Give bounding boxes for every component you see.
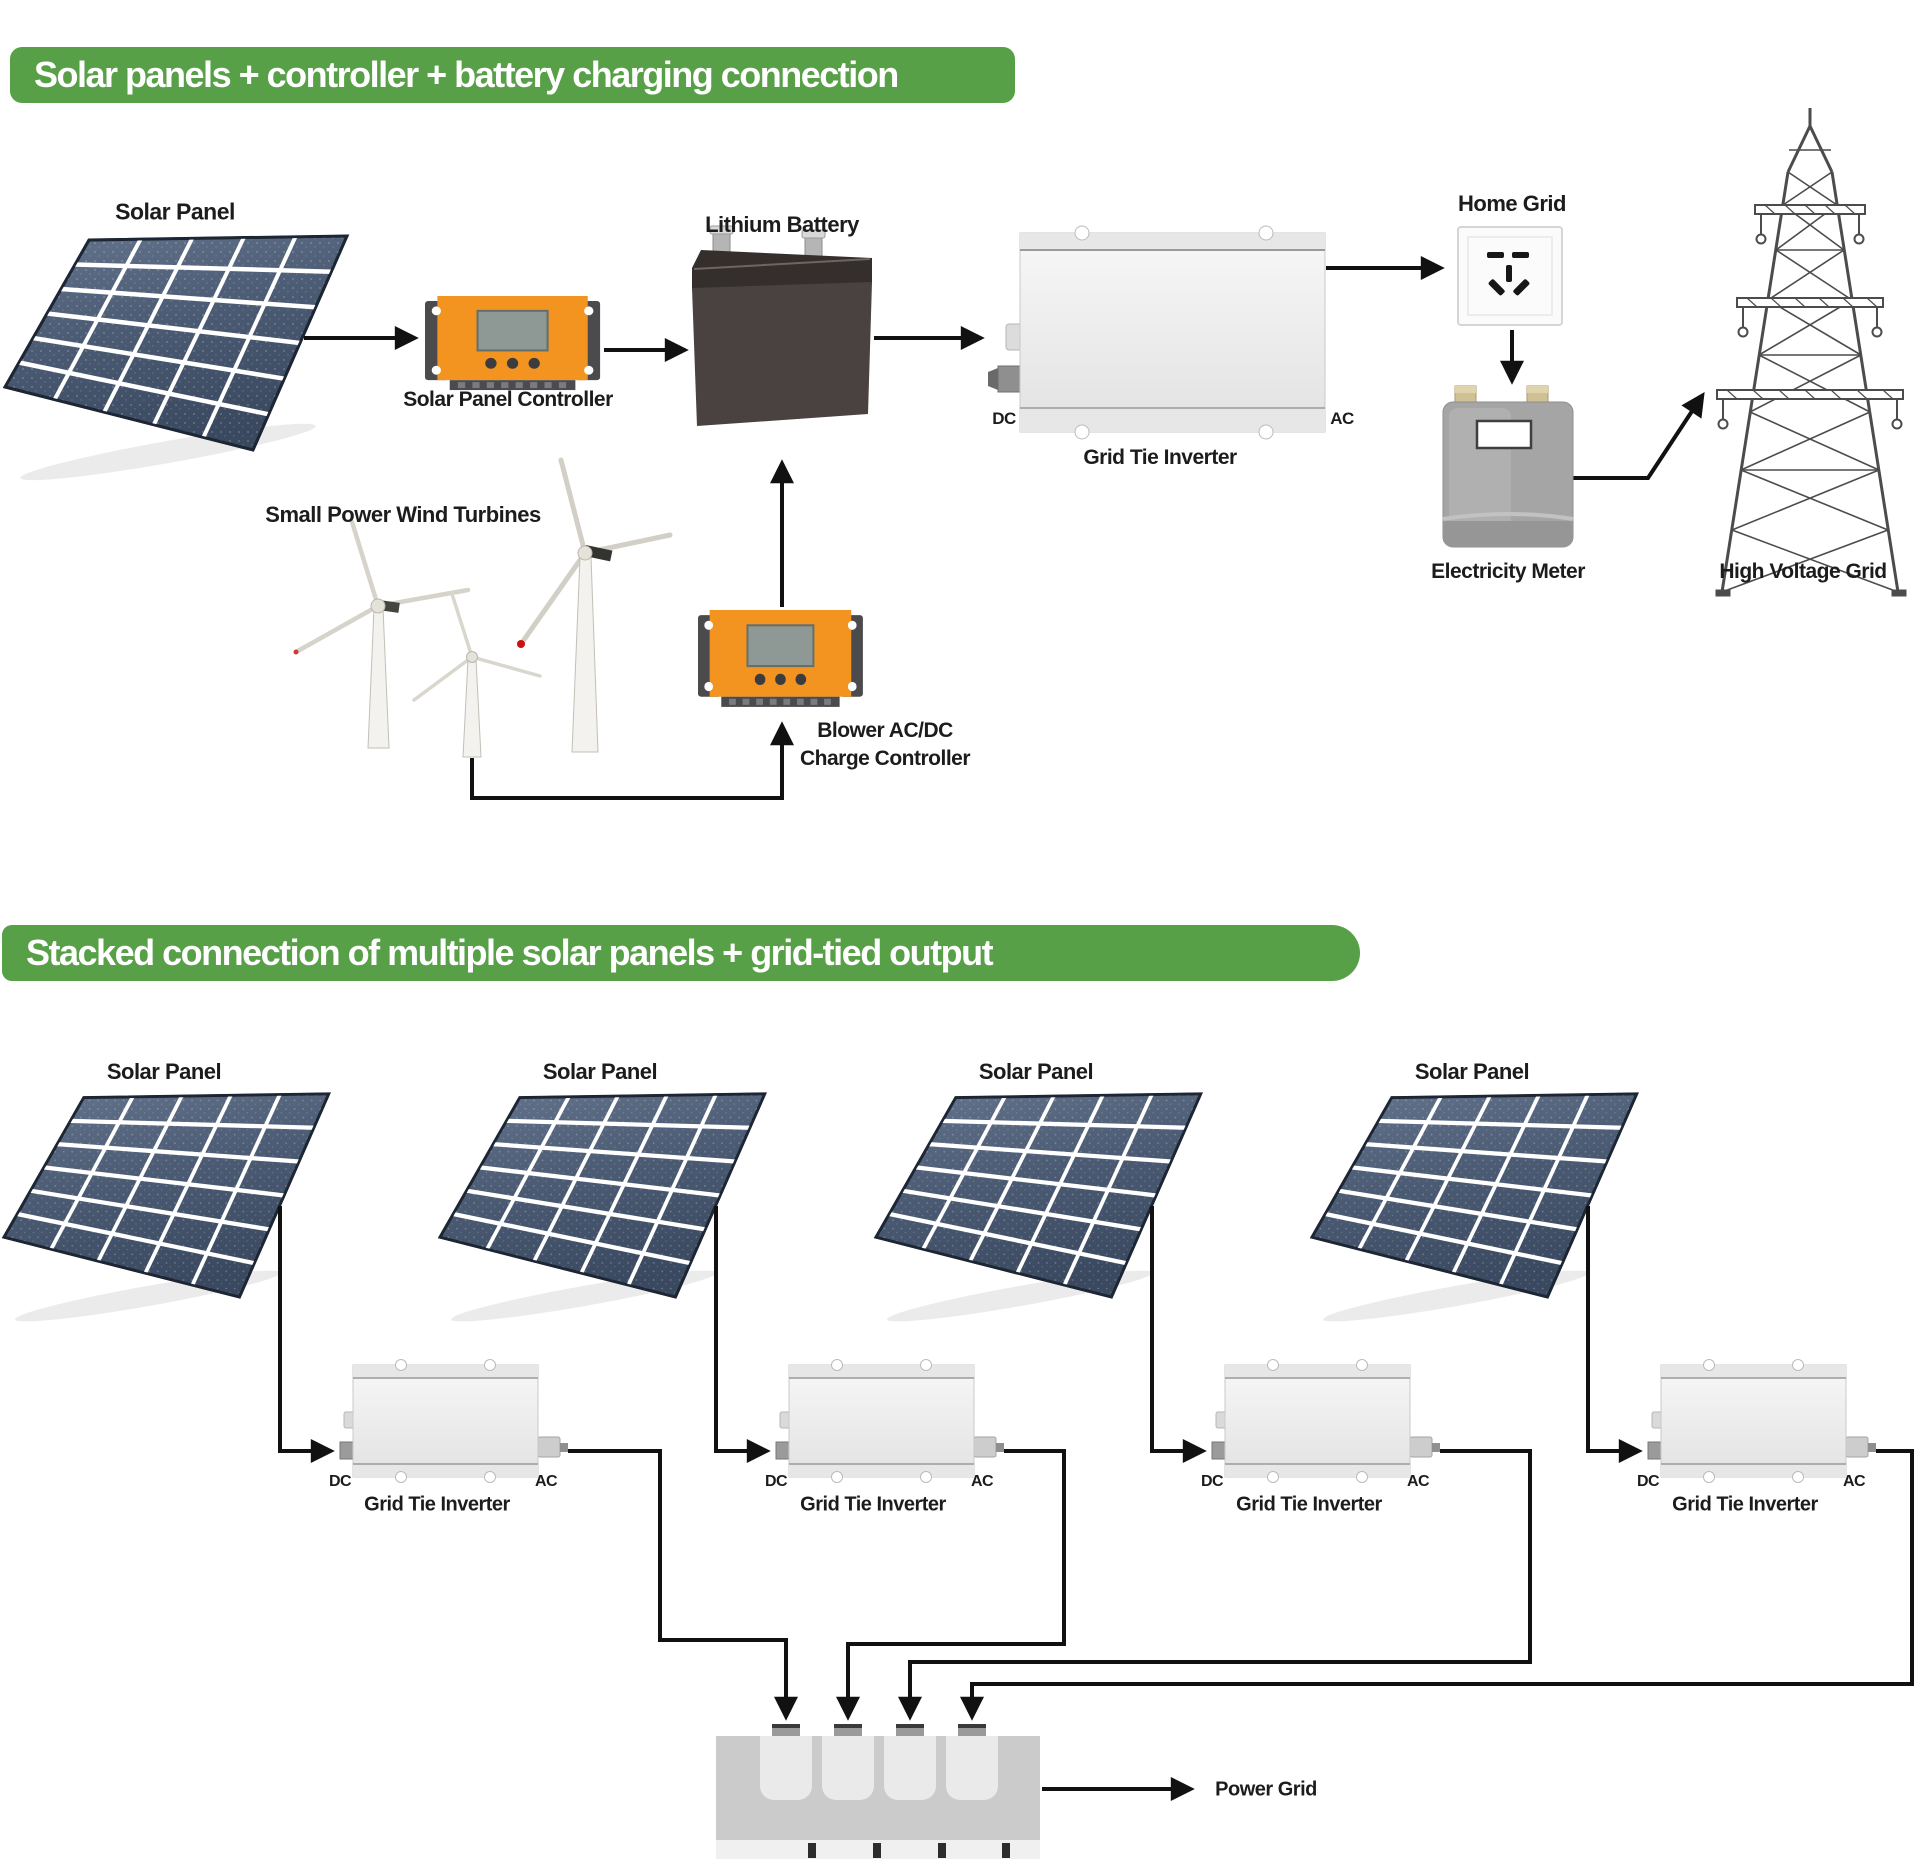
label-ac-4: AC	[1406, 1473, 1430, 1490]
wire-panel4-dc	[1586, 1206, 1643, 1463]
label-solar-panel-4: Solar Panel	[978, 1059, 1094, 1084]
label-dc-1: DC	[992, 409, 1016, 428]
grid-tie-inverter-illustration-5	[1647, 1358, 1877, 1484]
label-ac-1: AC	[1330, 409, 1354, 428]
label-solar-panel-1: Solar Panel	[115, 198, 235, 225]
label-dc-4: DC	[1200, 1473, 1224, 1490]
grid-tie-inverter-illustration-3	[775, 1358, 1005, 1484]
grid-tie-inverter-illustration-1	[988, 225, 1326, 440]
section1-title: Solar panels + controller + battery char…	[34, 54, 899, 95]
section2-banner: Stacked connection of multiple solar pan…	[2, 925, 1360, 981]
label-solar-panel-3: Solar Panel	[542, 1059, 658, 1084]
label-high-voltage-grid: High Voltage Grid	[1719, 560, 1887, 583]
label-dc-5: DC	[1636, 1473, 1660, 1490]
label-grid-tie-inverter-5: Grid Tie Inverter	[1672, 1493, 1818, 1516]
label-electricity-meter: Electricity Meter	[1431, 560, 1585, 583]
wires-section-1	[304, 256, 1705, 800]
wire-inverter2-ac	[836, 1449, 1066, 1721]
label-ac-2: AC	[534, 1473, 558, 1490]
lithium-battery-illustration	[692, 225, 872, 426]
label-ac-5: AC	[1842, 1473, 1866, 1490]
label-blower-line2: Charge Controller	[799, 747, 971, 770]
wind-turbines-illustration	[293, 457, 673, 758]
label-ac-3: AC	[970, 1473, 994, 1490]
label-power-grid: Power Grid	[1215, 1778, 1317, 1801]
label-solar-panel-controller: Solar Panel Controller	[403, 388, 613, 411]
wire-inverter1-ac	[568, 1449, 798, 1721]
power-strip-illustration	[716, 1724, 1040, 1859]
solar-panel-controller-device	[423, 294, 602, 392]
wires-section-2	[278, 1206, 1914, 1801]
blower-charge-controller-device	[696, 608, 864, 708]
label-home-grid: Home Grid	[1458, 191, 1566, 216]
label-grid-tie-inverter-2: Grid Tie Inverter	[364, 1493, 510, 1516]
label-lithium-battery: Lithium Battery	[705, 212, 859, 237]
label-small-power-wind-turbines: Small Power Wind Turbines	[265, 502, 541, 527]
wire-turbines-to-blower-controller	[470, 721, 794, 800]
section2-title: Stacked connection of multiple solar pan…	[26, 932, 994, 973]
label-grid-tie-inverter-4: Grid Tie Inverter	[1236, 1493, 1382, 1516]
wire-panel2-dc	[714, 1206, 771, 1463]
label-solar-panel-5: Solar Panel	[1414, 1059, 1530, 1084]
label-solar-panel-2: Solar Panel	[106, 1059, 222, 1084]
solar-panel-row-illustrations	[4, 1094, 1637, 1322]
wire-inverter4-ac	[960, 1449, 1914, 1721]
label-grid-tie-inverter-3: Grid Tie Inverter	[800, 1493, 946, 1516]
electricity-meter-illustration	[1442, 385, 1574, 548]
wire-meter-to-tower	[1572, 391, 1705, 480]
wire-panel1-dc	[278, 1206, 335, 1463]
solar-panel-illustration-1	[5, 236, 347, 450]
high-voltage-tower-illustration	[1715, 108, 1907, 597]
grid-tie-inverter-illustration-2	[339, 1358, 569, 1484]
wire-panel3-dc	[1150, 1206, 1207, 1463]
label-blower-line1: Blower AC/DC	[817, 719, 953, 742]
grid-tie-inverter-illustration-4	[1211, 1358, 1441, 1484]
home-grid-socket-illustration	[1457, 226, 1563, 326]
label-dc-3: DC	[764, 1473, 788, 1490]
wire-inverter3-ac	[898, 1449, 1532, 1721]
section1-banner: Solar panels + controller + battery char…	[10, 47, 1015, 103]
label-grid-tie-inverter-1: Grid Tie Inverter	[1083, 446, 1237, 469]
label-dc-2: DC	[328, 1473, 352, 1490]
